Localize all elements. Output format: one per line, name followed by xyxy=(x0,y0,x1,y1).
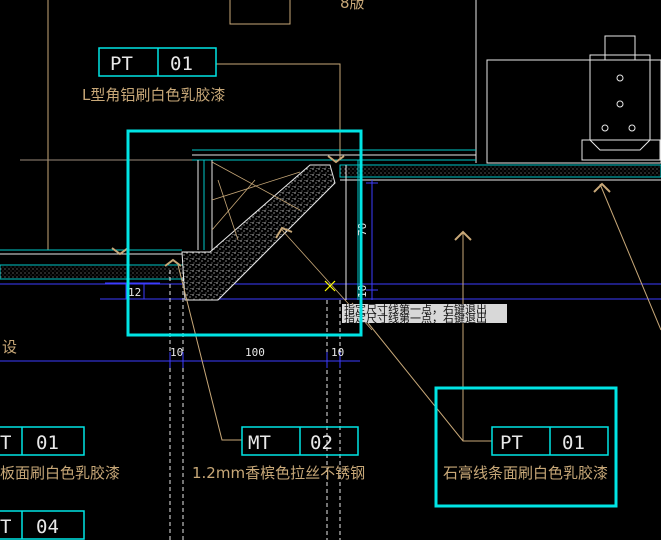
gypsum-cove-section xyxy=(181,164,336,301)
tag-left-a[interactable]: T 01 板面刷白色乳胶漆 xyxy=(0,426,120,482)
dimension-10-left: 10 xyxy=(170,346,183,359)
tag-mt02-num: 02 xyxy=(310,432,333,454)
dimension-10-right: 10 xyxy=(331,346,344,359)
tag-pt01-top-code: PT xyxy=(110,53,133,75)
tag-left-b[interactable]: T 04 xyxy=(0,510,85,540)
left-detail xyxy=(105,282,160,300)
tooltip-line-1: 指定尺寸线第一点，右键退出 xyxy=(344,302,487,316)
selection-frames[interactable] xyxy=(126,129,618,508)
horizontal-dimension xyxy=(160,352,350,368)
tag-pt01-right-desc: 石膏线条面刷白色乳胶漆 xyxy=(443,464,608,482)
left-dimension-12: 12 xyxy=(128,286,141,299)
ceiling-hanger xyxy=(475,0,661,164)
top-fragment-text: 8版 xyxy=(340,0,365,12)
tag-pt01-right[interactable]: PT 01 石膏线条面刷白色乳胶漆 xyxy=(443,426,609,482)
upper-structure xyxy=(20,0,291,250)
tag-pt01-right-num: 01 xyxy=(562,432,585,454)
tag-mt02-code: MT xyxy=(248,432,271,454)
vertical-dimension xyxy=(366,182,378,291)
tag-pt01-right-code: PT xyxy=(500,432,523,454)
cursor-crosshair-icon xyxy=(324,280,336,292)
selection-box-right-tag[interactable] xyxy=(434,386,618,508)
tag-mt02-desc: 1.2mm香槟色拉丝不锈钢 xyxy=(192,464,365,482)
leader-lines xyxy=(177,63,661,442)
tag-left-a-desc: 板面刷白色乳胶漆 xyxy=(0,464,120,482)
tag-left-b-num: 04 xyxy=(36,516,59,538)
tooltip-line-2: 指定尺寸线第一点，右键退出 xyxy=(344,311,487,325)
left-fragment-text: 设 xyxy=(2,338,17,356)
tag-pt01-top-num: 01 xyxy=(170,53,193,75)
tag-left-b-code: T xyxy=(0,516,11,538)
tag-left-a-code: T xyxy=(0,432,11,454)
tag-left-a-num: 01 xyxy=(36,432,59,454)
selection-box-cove[interactable] xyxy=(126,129,363,337)
tag-pt01-top-desc: L型角铝刷白色乳胶漆 xyxy=(82,86,225,104)
tag-mt02[interactable]: MT 02 1.2mm香槟色拉丝不锈钢 xyxy=(192,426,365,482)
dimension-100: 100 xyxy=(245,346,265,359)
command-tooltip: 指定尺寸线第一点，右键退出 指定尺寸线第一点，右键退出 xyxy=(342,302,507,325)
tag-pt01-top[interactable]: PT 01 L型角铝刷白色乳胶漆 xyxy=(82,47,225,104)
ceiling-board-lines xyxy=(0,149,661,362)
